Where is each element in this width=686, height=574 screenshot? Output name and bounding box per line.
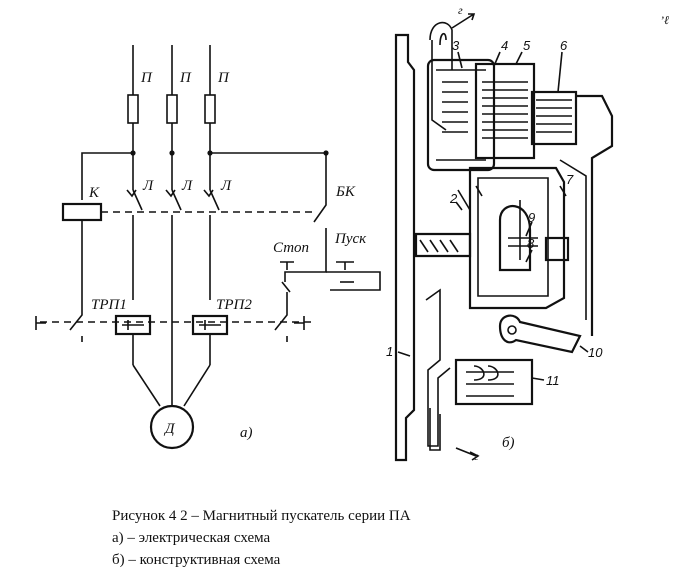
fuse-3	[204, 94, 216, 124]
part-5: 5	[523, 38, 531, 53]
part-4: 4	[501, 38, 508, 53]
armature	[530, 90, 578, 146]
fuse-1	[127, 94, 139, 124]
aux-contact-label: БК	[335, 184, 356, 200]
figure-caption-title: Рисунок 4 2 – Магнитный пускатель серии …	[112, 508, 411, 524]
part-8: 8	[527, 236, 535, 251]
relay-label-1: ТРП1	[91, 297, 127, 313]
electrical-schematic: П П П Л Л Л К БК Стоп Пуск ТРП1 ТРП2 Д а…	[35, 45, 381, 450]
corner-mark: ’ℓ	[660, 13, 669, 27]
coil-k	[61, 202, 103, 222]
part-2: 2	[449, 191, 458, 206]
relay-label-2: ТРП2	[216, 297, 252, 313]
motor	[149, 404, 195, 450]
part-7: 7	[566, 172, 574, 187]
fuse-label-1: П	[140, 70, 153, 86]
part-3: 3	[452, 38, 460, 53]
fuse-label-2: П	[179, 70, 192, 86]
start-label: Пуск	[334, 231, 367, 247]
part-10: 10	[588, 345, 603, 360]
part-1: 1	[386, 344, 393, 359]
coil-housing	[426, 58, 496, 172]
fuse-2	[166, 94, 178, 124]
flow-label-bottom: г	[474, 449, 479, 463]
panel-a-tag: а)	[240, 425, 253, 441]
construction-drawing: 1 2 3 4 5 6 7 8 9 10 11 г г б) ’ℓ	[386, 3, 669, 463]
contact-label-1: Л	[142, 178, 154, 194]
fuse-label-3: П	[217, 70, 230, 86]
figure-caption-a: а) – электрическая схема	[112, 530, 271, 546]
magnetic-core	[474, 62, 536, 160]
motor-label: Д	[163, 421, 176, 437]
contact-label-3: Л	[220, 178, 232, 194]
coil-label: К	[88, 185, 100, 201]
thermal-relay-block	[454, 358, 534, 406]
figure-caption-b: б) – конструктивная схема	[112, 552, 281, 568]
coil-winding	[442, 81, 468, 133]
part-9: 9	[528, 210, 535, 225]
part-11: 11	[546, 373, 560, 388]
panel-b-tag: б)	[502, 435, 515, 451]
flow-label-top: г	[458, 3, 463, 17]
part-6: 6	[560, 38, 568, 53]
contact-label-2: Л	[181, 178, 193, 194]
stop-label: Стоп	[273, 240, 309, 256]
